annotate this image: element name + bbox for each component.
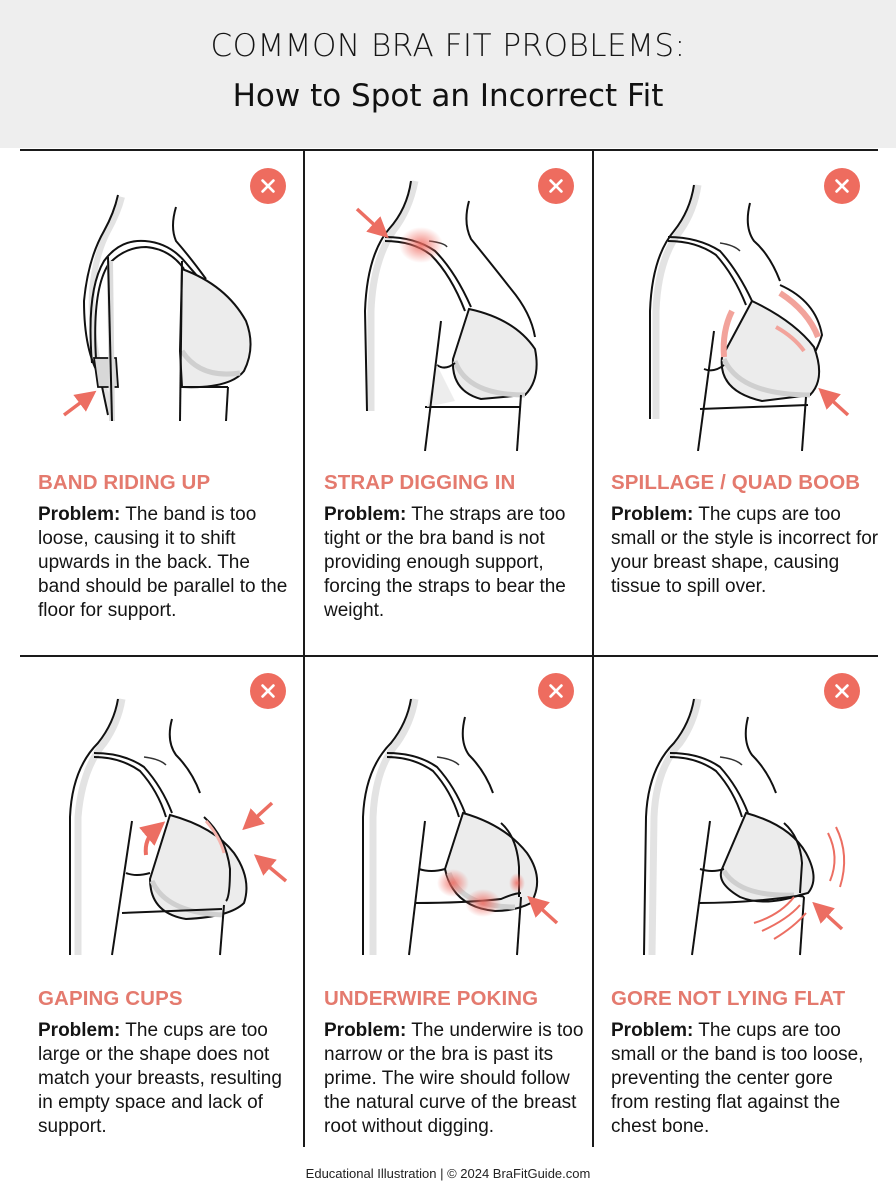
problem-label: Problem: [324,504,407,525]
problem-card-spillage-quad-boob: SPILLAGE / QUAD BOOB Problem: The cups a… [594,151,896,655]
problem-text: The cups are too small or the style is i… [611,504,879,597]
strap-digging-in-illustration [355,180,538,451]
problem-text: The band is too loose, causing it to shi… [38,504,288,621]
gaping-cups-illustration [69,698,288,956]
problem-title: UNDERWIRE POKING [324,987,539,1010]
problem-title: GAPING CUPS [38,987,183,1010]
problem-card-underwire-poking: UNDERWIRE POKING Problem: The underwire … [305,657,592,1147]
grid-divider-left [303,149,305,1147]
grid-divider-right [592,149,594,1147]
problem-description: Problem: The straps are too tight or the… [324,503,586,623]
underwire-poking-illustration [362,698,559,956]
problem-label: Problem: [611,504,694,525]
problem-text: The cups are too small or the band is to… [611,1020,864,1137]
problem-label: Problem: [611,1020,694,1041]
problem-label: Problem: [38,1020,121,1041]
band-riding-up-illustration [62,194,252,422]
problem-title: BAND RIDING UP [38,471,211,494]
problem-label: Problem: [324,1020,407,1041]
problem-title: GORE NOT LYING FLAT [611,987,846,1010]
problem-text: The cups are too large or the shape does… [38,1020,282,1137]
problem-text: The straps are too tight or the bra band… [324,504,566,621]
gore-not-flat-illustration [643,698,846,956]
problem-label: Problem: [38,504,121,525]
grid-divider-middle [20,655,878,657]
page-subtitle: How to Spot an Incorrect Fit [232,78,664,114]
spillage-illustration [649,184,850,451]
problem-card-band-riding-up: BAND RIDING UP Problem: The band is too … [0,151,303,655]
x-circle-icon [538,673,574,709]
problem-card-strap-digging-in: STRAP DIGGING IN Problem: The straps are… [305,151,592,655]
x-circle-icon [824,168,860,204]
problem-description: Problem: The cups are too large or the s… [38,1019,294,1139]
problem-description: Problem: The underwire is too narrow or … [324,1019,590,1139]
x-circle-icon [824,673,860,709]
x-circle-icon [538,168,574,204]
problem-title: STRAP DIGGING IN [324,471,516,494]
problem-card-gaping-cups: GAPING CUPS Problem: The cups are too la… [0,657,303,1147]
problem-description: Problem: The cups are too small or the s… [611,503,883,599]
grid-divider-top [20,149,878,151]
x-circle-icon [250,168,286,204]
header-banner: COMMON BRA FIT PROBLEMS: How to Spot an … [0,0,896,148]
problem-description: Problem: The cups are too small or the b… [611,1019,871,1139]
problem-description: Problem: The band is too loose, causing … [38,503,288,623]
problem-card-gore-not-lying-flat: GORE NOT LYING FLAT Problem: The cups ar… [594,657,896,1147]
problem-title: SPILLAGE / QUAD BOOB [611,471,861,494]
page-title: COMMON BRA FIT PROBLEMS: [210,28,686,64]
problem-text: The underwire is too narrow or the bra i… [324,1020,584,1137]
footer-credit: Educational Illustration | © 2024 BraFit… [305,1166,591,1181]
x-circle-icon [250,673,286,709]
